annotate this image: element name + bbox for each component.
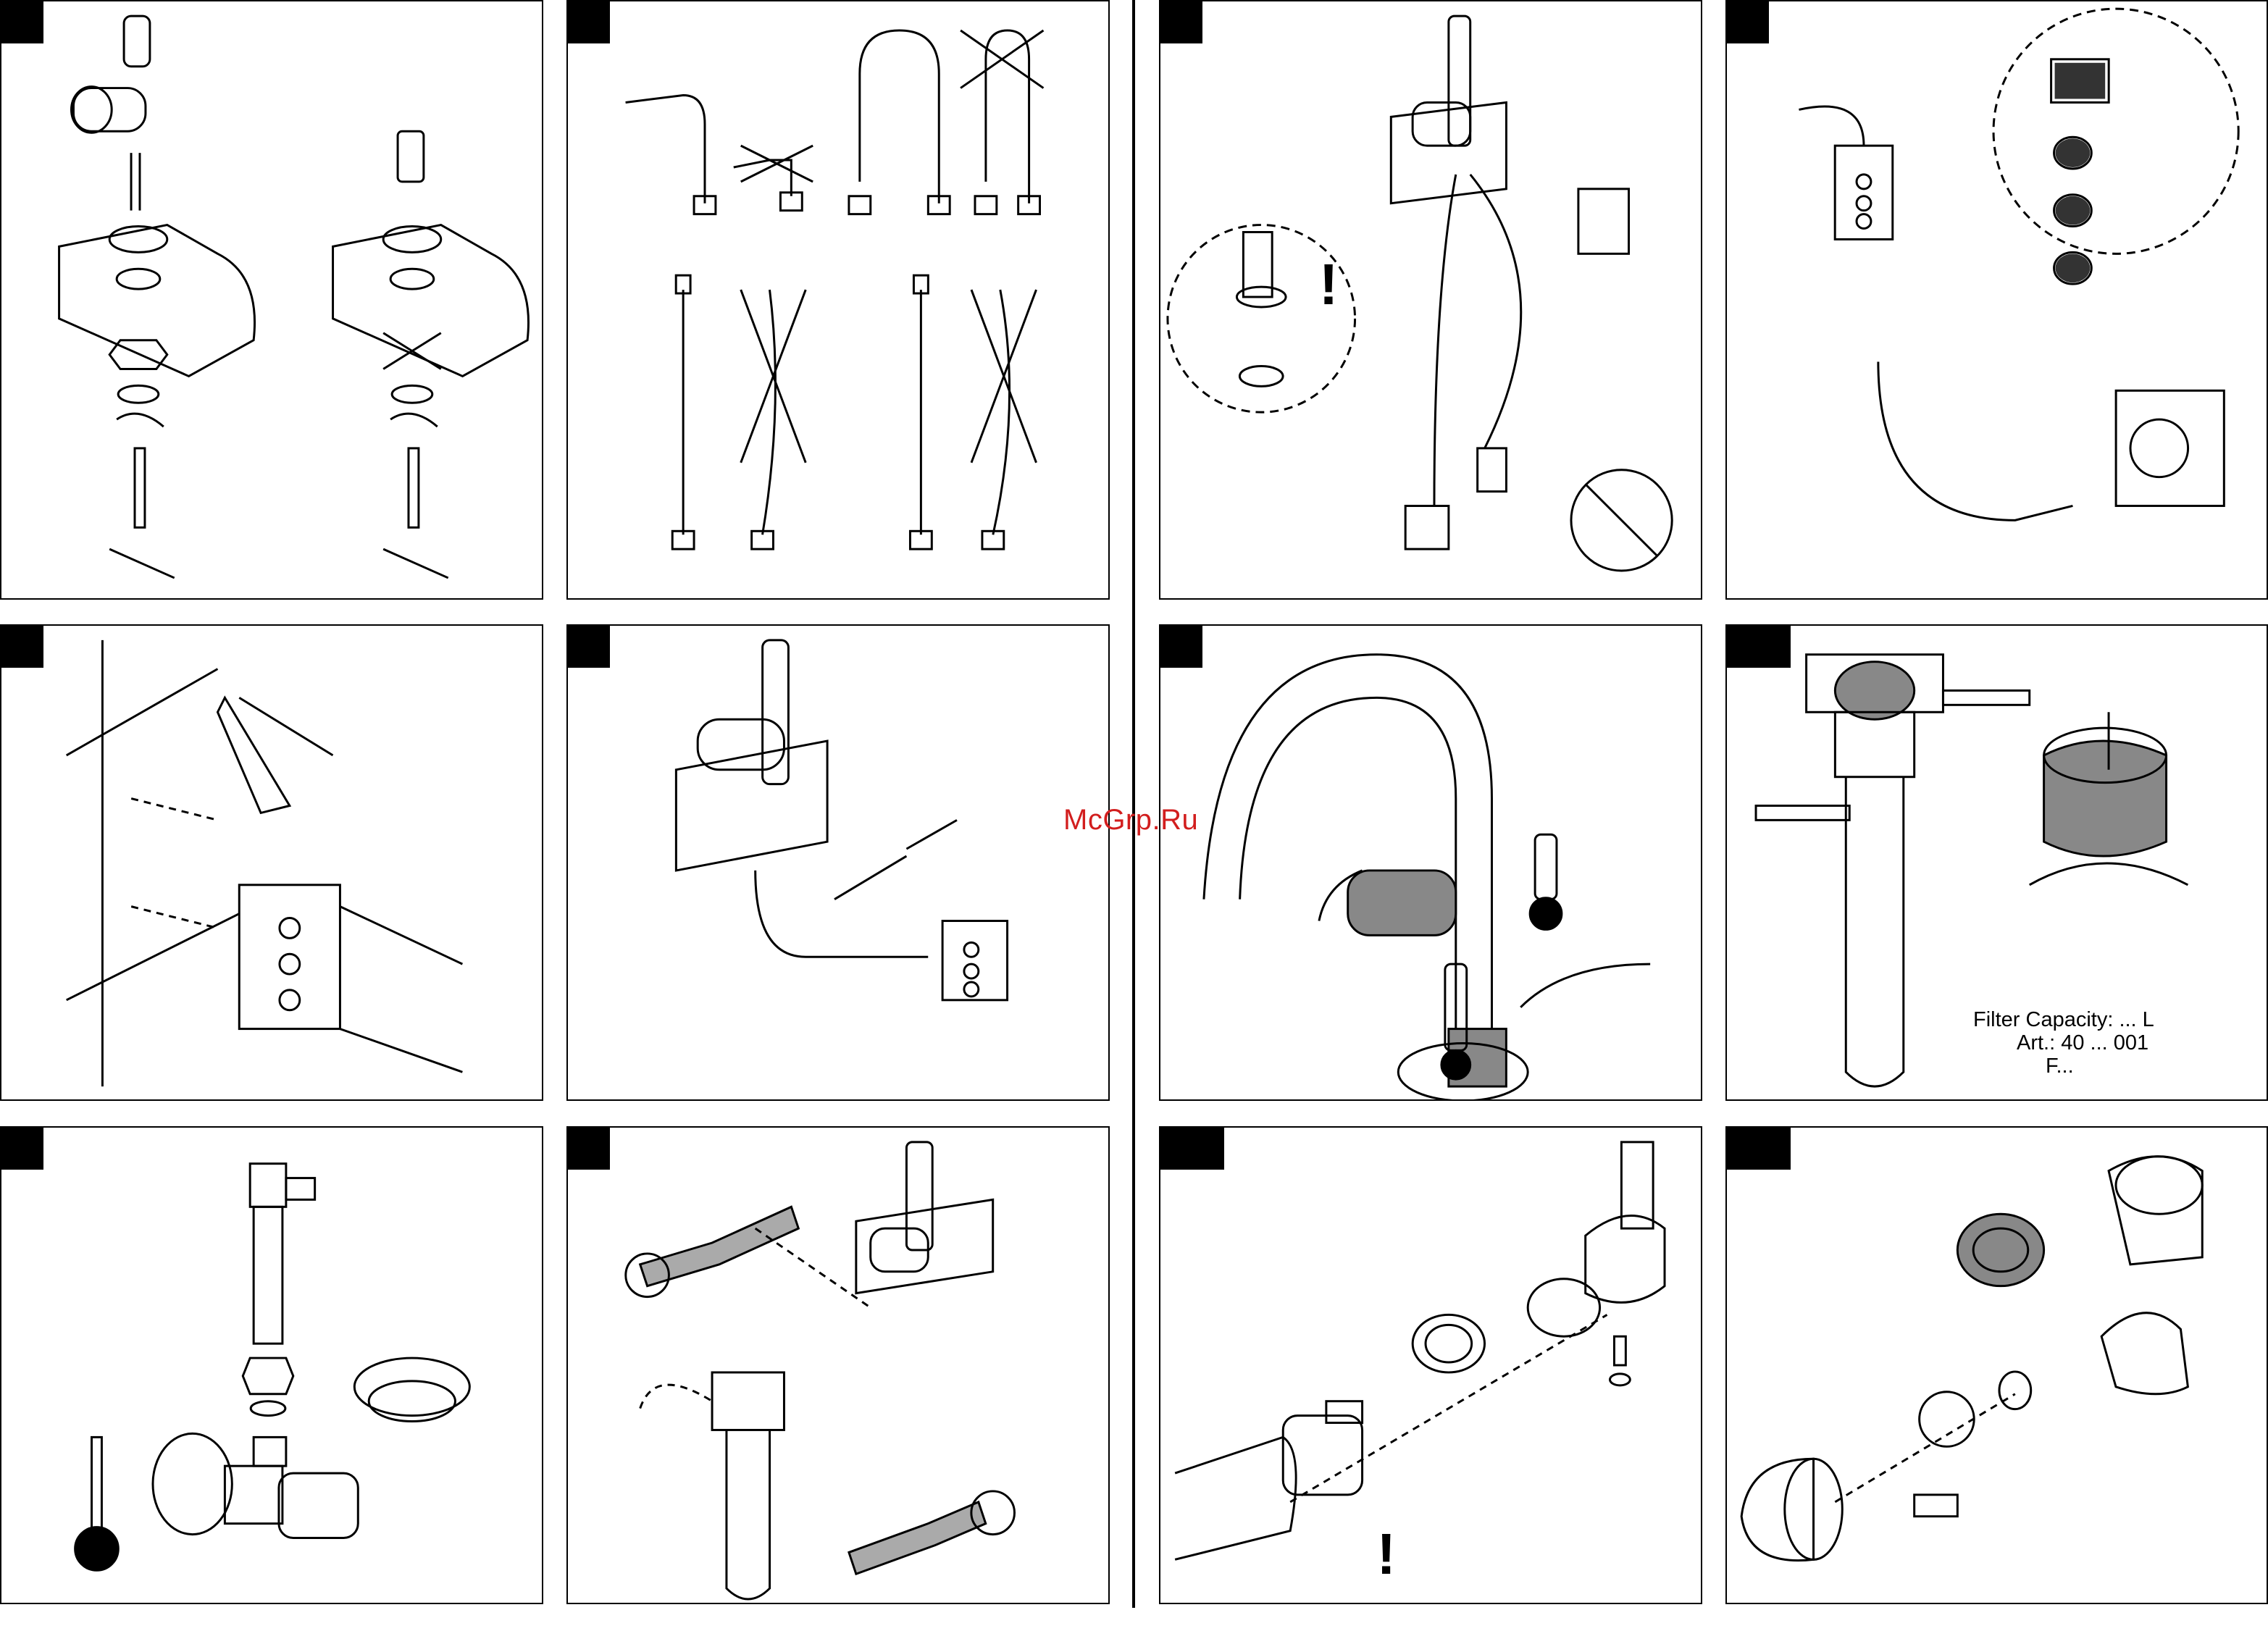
faucet-mounting-drawing xyxy=(1,1,542,598)
faucet-operation-drawing xyxy=(1160,626,1701,1099)
control-box-power-drawing xyxy=(1727,1,2267,598)
hose-bending-drawing xyxy=(568,1,1108,598)
panel-cable-connection xyxy=(566,624,1110,1101)
filter-installation-drawing xyxy=(568,1128,1108,1603)
panel-filter-installation xyxy=(566,1126,1110,1604)
wall-drilling-drawing xyxy=(1,626,542,1099)
handle-disassembly-drawing xyxy=(1727,1128,2267,1603)
watermark: McGrp.Ru xyxy=(1063,804,1198,837)
svg-text:!: ! xyxy=(1376,1522,1395,1586)
panel-faucet-operation xyxy=(1159,624,1702,1101)
panel-filter-capacity: Filter Capacity: ... L Art.: 40 ... 001 … xyxy=(1725,624,2268,1101)
angle-valve-drawing xyxy=(1,1128,542,1603)
svg-text:!: ! xyxy=(1319,252,1339,316)
filter-article-label: Art.: 40 ... 001 xyxy=(2017,1031,2148,1055)
filter-capacity-label: Filter Capacity: ... L xyxy=(1973,1008,2154,1032)
panel-control-box-power xyxy=(1725,0,2268,600)
cable-connection-drawing xyxy=(568,626,1108,1099)
hose-connection-drawing: ! xyxy=(1160,1,1701,598)
filter-serial-label: F... xyxy=(2046,1054,2074,1078)
panel-hose-bending xyxy=(566,0,1110,600)
panel-wall-drilling xyxy=(0,624,543,1101)
panel-cartridge-replacement: ! xyxy=(1159,1126,1702,1604)
cartridge-replacement-drawing: ! xyxy=(1160,1128,1701,1603)
panel-angle-valve xyxy=(0,1126,543,1604)
panel-faucet-mounting xyxy=(0,0,543,600)
panel-handle-disassembly xyxy=(1725,1126,2268,1604)
panel-hose-connection: ! xyxy=(1159,0,1702,600)
